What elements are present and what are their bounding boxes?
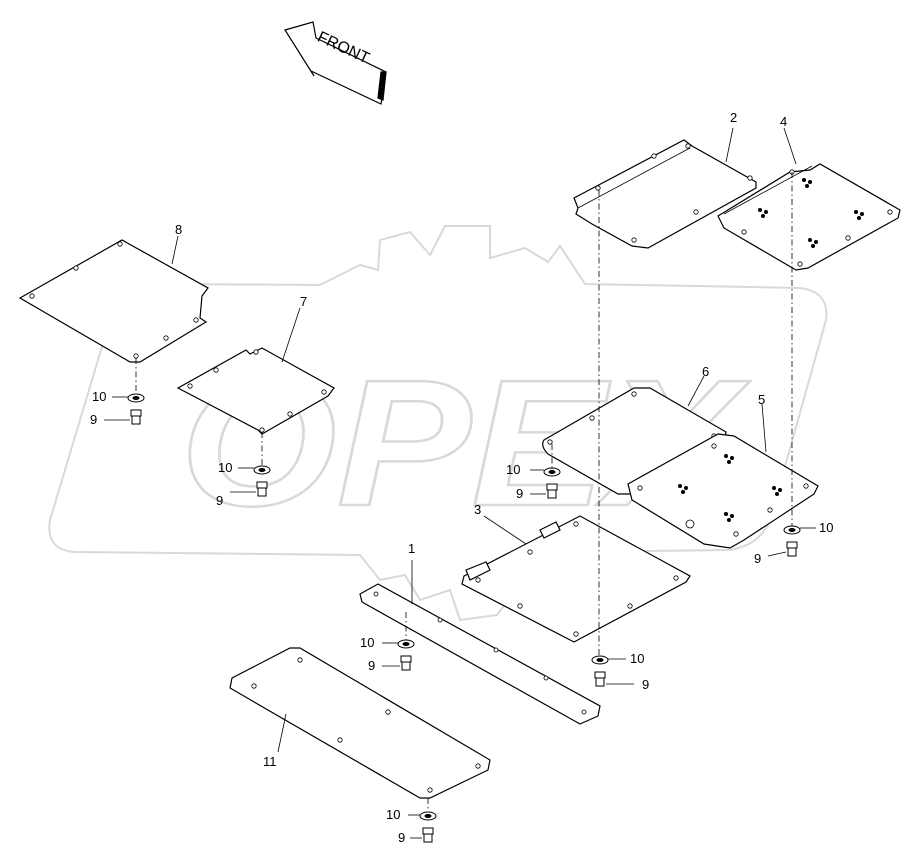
washer-bolt-8 <box>127 393 145 425</box>
plate-part-4 <box>717 163 901 271</box>
callout-part-5: 5 <box>758 392 765 407</box>
callout-washer-10: 10 <box>819 520 833 535</box>
washer-bolt-5 <box>783 525 801 557</box>
plate-part-2 <box>573 139 757 249</box>
callout-part-4: 4 <box>780 114 787 129</box>
plate-part-3 <box>461 515 691 643</box>
callout-part-1: 1 <box>408 541 415 556</box>
callout-washer-10: 10 <box>630 651 644 666</box>
plate-part-5 <box>627 433 819 549</box>
washer-bolt-7 <box>253 465 271 497</box>
plate-part-8 <box>18 239 209 363</box>
callout-part-11: 11 <box>263 754 277 769</box>
callout-part-3: 3 <box>474 502 481 517</box>
plate-part-1 <box>359 583 601 725</box>
callout-bolt-9: 9 <box>516 486 523 501</box>
hardware-set <box>127 393 801 843</box>
callout-washer-10: 10 <box>218 460 232 475</box>
alignment-lines <box>135 172 793 814</box>
washer-bolt-11 <box>419 811 437 843</box>
callout-bolt-9: 9 <box>398 830 405 845</box>
washer-bolt-1 <box>397 639 415 671</box>
plate-part-7 <box>176 347 335 435</box>
callout-labels: 1 2 3 4 5 6 7 8 11 10 9 10 9 10 9 10 9 1… <box>90 110 833 845</box>
plate-part-11 <box>229 647 491 799</box>
callout-washer-10: 10 <box>92 389 106 404</box>
callout-bolt-9: 9 <box>642 677 649 692</box>
washer-bolt-3 <box>591 655 609 687</box>
callout-washer-10: 10 <box>506 462 520 477</box>
callout-part-6: 6 <box>702 364 709 379</box>
callout-part-8: 8 <box>175 222 182 237</box>
callout-part-2: 2 <box>730 110 737 125</box>
callout-bolt-9: 9 <box>216 493 223 508</box>
front-direction-arrow: FRONT <box>284 21 387 105</box>
callout-bolt-9: 9 <box>754 551 761 566</box>
callout-bolt-9: 9 <box>368 658 375 673</box>
callout-washer-10: 10 <box>360 635 374 650</box>
callout-washer-10: 10 <box>386 807 400 822</box>
leader-lines <box>104 127 816 839</box>
washer-bolt-6 <box>543 467 561 499</box>
callout-part-7: 7 <box>300 294 307 309</box>
callout-bolt-9: 9 <box>90 412 97 427</box>
